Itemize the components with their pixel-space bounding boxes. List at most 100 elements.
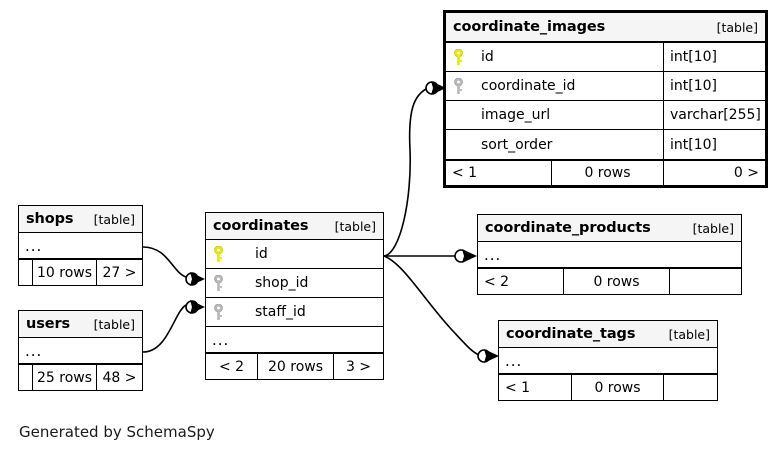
- table-header: shops [table]: [19, 206, 142, 233]
- table-row[interactable]: coordinate_id int[10]: [446, 72, 765, 101]
- table-row[interactable]: id int[10]: [446, 43, 765, 72]
- table-footer: < 2 20 rows 3 >: [206, 353, 383, 379]
- table-shops[interactable]: shops [table] ... 10 rows 27 >: [18, 205, 143, 286]
- footer-children-count[interactable]: 48 >: [96, 365, 142, 390]
- table-name: coordinate_tags: [506, 326, 636, 342]
- cardinality-zero-marker: [185, 272, 199, 286]
- column-name: id: [255, 246, 268, 262]
- column-name: id: [481, 49, 494, 65]
- footer-children-count[interactable]: 3 >: [333, 354, 383, 379]
- more-columns-indicator: ...: [206, 327, 383, 353]
- foreign-key-icon: [453, 77, 473, 95]
- column-name: staff_id: [255, 304, 306, 320]
- column-type: int[10]: [670, 78, 717, 94]
- table-users[interactable]: users [table] ... 25 rows 48 >: [18, 310, 143, 391]
- table-name: users: [26, 316, 71, 332]
- table-name: coordinate_images: [453, 19, 606, 35]
- table-row[interactable]: sort_order int[10]: [446, 130, 765, 159]
- edge-users-to-coordinates: [142, 304, 187, 353]
- footer-children-count[interactable]: [663, 375, 717, 400]
- table-header: coordinates [table]: [206, 213, 383, 240]
- more-columns-indicator: ...: [19, 233, 142, 259]
- column-type-cell: int[10]: [663, 72, 765, 100]
- table-footer: 25 rows 48 >: [19, 364, 142, 390]
- column-type: int[10]: [670, 49, 717, 65]
- table-coordinates[interactable]: coordinates [table] id shop_id: [205, 212, 384, 380]
- column-type-cell: int[10]: [663, 130, 765, 159]
- footer-children-count[interactable]: [669, 269, 741, 294]
- column-name-cell: id: [446, 43, 663, 71]
- column-name-cell: sort_order: [446, 130, 663, 159]
- table-row[interactable]: shop_id: [206, 269, 383, 298]
- cardinality-zero-marker: [425, 81, 439, 95]
- column-type-cell: varchar[255]: [663, 101, 765, 129]
- table-header: coordinate_images [table]: [446, 13, 765, 43]
- footer-parents-count[interactable]: < 2: [218, 358, 245, 375]
- footer-row-count: 0 rows: [571, 375, 663, 400]
- column-name: image_url: [481, 107, 551, 123]
- footer-parents-count[interactable]: < 1: [452, 165, 478, 181]
- column-name: sort_order: [481, 136, 553, 153]
- table-name: coordinate_products: [485, 220, 651, 236]
- table-coordinate-images[interactable]: coordinate_images [table] id int[10]: [443, 10, 768, 188]
- arrowhead-icon: [190, 300, 205, 314]
- footer-children-count[interactable]: 0 >: [663, 161, 765, 185]
- edge-coordinates-to-coordinate-tags: [383, 255, 480, 356]
- table-name: coordinates: [213, 218, 309, 234]
- primary-key-icon: [453, 48, 473, 66]
- column-name-cell: shop_id: [206, 269, 383, 297]
- table-coordinate-products[interactable]: coordinate_products [table] ... < 2 0 ro…: [477, 214, 742, 295]
- table-footer: < 2 0 rows: [478, 268, 741, 294]
- table-row[interactable]: image_url varchar[255]: [446, 101, 765, 130]
- primary-key-icon: [213, 245, 233, 263]
- table-columns: id int[10] coordinate_id int[10]: [446, 43, 765, 159]
- foreign-key-icon: [213, 303, 233, 321]
- table-footer: < 1 0 rows 0 >: [446, 159, 765, 185]
- table-coordinate-tags[interactable]: coordinate_tags [table] ... < 1 0 rows: [498, 320, 718, 401]
- footer-row-count: 0 rows: [551, 161, 663, 185]
- arrowhead-icon: [484, 349, 499, 363]
- footer-parents-count[interactable]: < 2: [484, 273, 510, 290]
- more-columns-indicator: ...: [478, 242, 741, 268]
- column-type: varchar[255]: [670, 107, 761, 123]
- footer-children-count[interactable]: 27 >: [96, 260, 142, 285]
- footer-parents-count[interactable]: < 1: [505, 379, 531, 396]
- cardinality-zero-marker: [477, 349, 491, 363]
- table-type-tag: [table]: [716, 19, 758, 35]
- column-type-cell: int[10]: [663, 43, 765, 71]
- footer-parents-count[interactable]: [19, 260, 32, 285]
- table-header: users [table]: [19, 311, 142, 338]
- table-row[interactable]: staff_id: [206, 298, 383, 327]
- column-name-cell: id: [206, 240, 383, 268]
- arrowhead-icon: [190, 272, 205, 286]
- footer-row-count: 10 rows: [32, 260, 96, 285]
- cardinality-zero-marker: [454, 249, 468, 263]
- table-columns: id shop_id staff_id .: [206, 240, 383, 353]
- foreign-key-icon: [213, 274, 233, 292]
- table-row[interactable]: id: [206, 240, 383, 269]
- cardinality-zero-marker: [185, 300, 199, 314]
- column-name-cell: image_url: [446, 101, 663, 129]
- column-name-cell: staff_id: [206, 298, 383, 326]
- footer-row-count: 25 rows: [32, 365, 96, 390]
- table-type-tag: [table]: [334, 218, 376, 234]
- table-type-tag: [table]: [692, 220, 734, 236]
- column-name: shop_id: [255, 275, 309, 291]
- footer-parents-count[interactable]: [19, 365, 32, 390]
- more-columns-indicator: ...: [499, 348, 717, 374]
- diagram-caption: Generated by SchemaSpy: [19, 423, 215, 441]
- column-name-cell: coordinate_id: [446, 72, 663, 100]
- more-columns-indicator: ...: [19, 338, 142, 364]
- table-name: shops: [26, 211, 74, 227]
- table-type-tag: [table]: [668, 326, 710, 342]
- table-footer: < 1 0 rows: [499, 374, 717, 400]
- table-type-tag: [table]: [93, 211, 135, 227]
- table-type-tag: [table]: [93, 316, 135, 332]
- column-type: int[10]: [670, 136, 717, 153]
- footer-row-count: 0 rows: [563, 269, 669, 294]
- footer-row-count: 20 rows: [257, 354, 333, 379]
- column-name: coordinate_id: [481, 78, 576, 94]
- table-header: coordinate_tags [table]: [499, 321, 717, 348]
- arrowhead-icon: [462, 249, 477, 263]
